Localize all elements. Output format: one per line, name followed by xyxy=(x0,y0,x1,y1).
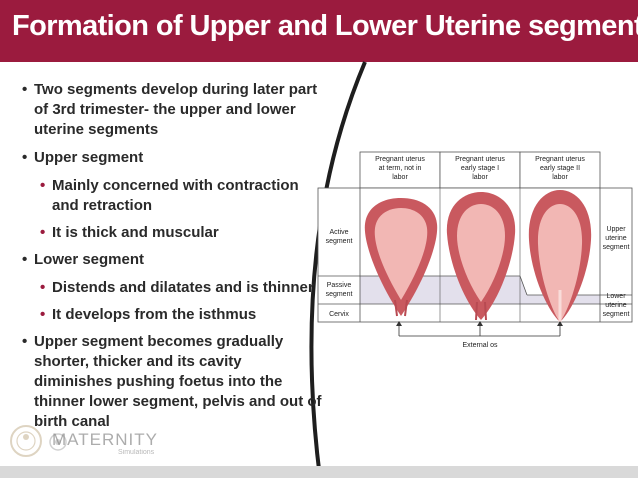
column-header-1-line-3: labor xyxy=(392,174,408,181)
sub-bullet-item: It is thick and muscular xyxy=(22,223,322,243)
uterine-segment-diagram: Pregnant uterus at term, not in labor Pr… xyxy=(317,151,633,349)
row-label-passive: Passive xyxy=(327,282,352,289)
column-header-2-line-2: early stage I xyxy=(461,165,499,172)
row-label-active: Active xyxy=(329,229,348,236)
column-header-2: Pregnant uterus xyxy=(455,156,505,163)
label-lower-uterine-segment-line-3: segment xyxy=(603,311,630,318)
bullet-item: Two segments develop during later part o… xyxy=(22,80,322,140)
label-upper-uterine-segment-line-2: uterine xyxy=(605,235,627,242)
sub-bullet-item: It develops from the isthmus xyxy=(22,305,322,325)
bottom-bar xyxy=(0,466,638,478)
maternity-logo xyxy=(10,425,67,457)
logo-name: MATERNITY xyxy=(52,430,158,449)
label-upper-uterine-segment-line-3: segment xyxy=(603,244,630,251)
title-bar: Formation of Upper and Lower Uterine seg… xyxy=(0,0,638,62)
bullet-list: Two segments develop during later part o… xyxy=(22,80,322,440)
uterus-at-term-not-in-labor xyxy=(364,198,438,317)
column-header-3: Pregnant uterus xyxy=(535,156,585,163)
column-header-3-line-2: early stage II xyxy=(540,165,580,172)
bullet-item: Upper segment becomes gradually shorter,… xyxy=(22,332,322,432)
row-label-cervix: Cervix xyxy=(329,311,349,318)
row-label-active-line-2: segment xyxy=(326,238,353,245)
column-header-3-line-3: labor xyxy=(552,174,568,181)
label-lower-uterine-segment: Lower xyxy=(606,293,626,300)
sub-bullet-item: Mainly concerned with contraction and re… xyxy=(22,176,322,216)
column-header-1: Pregnant uterus xyxy=(375,156,425,163)
bullet-item: Upper segment xyxy=(22,148,322,168)
bullet-item: Lower segment xyxy=(22,250,322,270)
column-header-2-line-3: labor xyxy=(472,174,488,181)
logo-subtitle: Simulations xyxy=(118,449,155,456)
slide-title: Formation of Upper and Lower Uterine seg… xyxy=(12,10,638,42)
label-external-os: External os xyxy=(462,342,498,349)
uterus-early-stage-1-labor xyxy=(446,192,516,321)
column-header-1-line-2: at term, not in xyxy=(379,165,422,172)
row-label-passive-line-2: segment xyxy=(326,291,353,298)
label-upper-uterine-segment: Upper xyxy=(606,226,626,233)
label-lower-uterine-segment-line-2: uterine xyxy=(605,302,627,309)
sub-bullet-item: Distends and dilatates and is thinner xyxy=(22,278,322,298)
uterus-early-stage-2-labor xyxy=(528,190,592,322)
